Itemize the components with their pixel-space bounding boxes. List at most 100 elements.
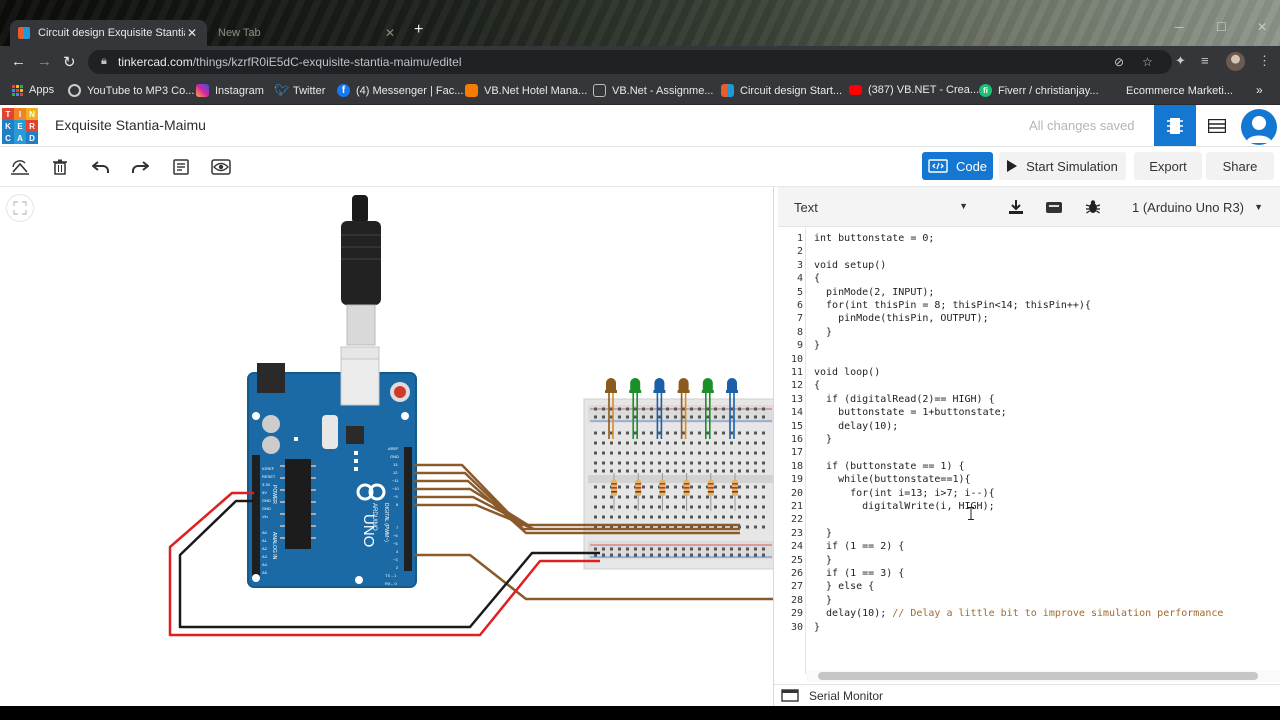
code-line[interactable]: 28 } [774,594,1280,607]
tab-close-icon[interactable]: ✕ [186,26,198,40]
bookmark-youtube-mp3[interactable]: YouTube to MP3 Co... [68,84,194,97]
browser-tab-inactive[interactable]: New Tab ✕ [210,20,405,46]
serial-monitor-toggle[interactable]: Serial Monitor [774,684,1280,706]
browser-tab-active[interactable]: Circuit design Exquisite Stantia-M ✕ [10,20,207,46]
signal-wire[interactable] [414,463,740,527]
code-line[interactable]: 25 } [774,554,1280,567]
share-button[interactable]: Share [1206,152,1274,180]
tracking-blocked-icon[interactable]: ⊘ [1114,55,1125,69]
bookmark-youtube-vbnet[interactable]: (387) VB.NET - Crea... [849,84,979,96]
bookmark-messenger[interactable]: f (4) Messenger | Fac... [337,84,463,97]
code-line[interactable]: 23 } [774,527,1280,540]
button-signal-wire[interactable] [414,553,773,601]
resistor[interactable] [732,473,738,511]
code-line[interactable]: 19 while(buttonstate==1){ [774,473,1280,486]
code-line[interactable]: 6 for(int thisPin = 8; thisPin<14; thisP… [774,299,1280,312]
close-window-icon[interactable]: ✕ [1257,20,1268,34]
device-select[interactable]: 1 (Arduino Uno R3) ▼ [1123,192,1271,222]
resistor[interactable] [635,473,642,511]
signal-wire[interactable] [414,487,529,527]
zoom-to-fit-button[interactable] [6,194,34,222]
led[interactable] [653,378,666,439]
signal-wire[interactable] [414,503,535,531]
code-line[interactable]: 30} [774,621,1280,634]
toggle-notes-visibility-button[interactable] [209,155,233,179]
bookmark-twitter[interactable]: 🐦︎ Twitter [274,84,325,97]
maximize-window-icon[interactable]: ☐ [1216,20,1227,34]
horizontal-scrollbar[interactable] [806,670,1280,682]
delete-button[interactable] [48,155,72,179]
signal-wire[interactable] [414,471,740,531]
code-line[interactable]: 21 digitalWrite(i, HIGH); [774,500,1280,513]
code-line[interactable]: 22 [774,513,1280,526]
url-text[interactable]: tinkercad.com/things/kzrfR0iE5dC-exquisi… [118,55,461,69]
bookmarks-overflow-icon[interactable]: » [1256,83,1263,97]
code-line[interactable]: 4{ [774,272,1280,285]
reload-icon[interactable]: ↻ [63,54,76,71]
code-line[interactable]: 8 } [774,326,1280,339]
code-line[interactable]: 7 pinMode(thisPin, OUTPUT); [774,312,1280,325]
libraries-button[interactable] [1044,197,1064,217]
resistor[interactable] [707,473,714,511]
code-line[interactable]: 2 [774,245,1280,258]
led[interactable] [605,378,617,439]
extensions-icon[interactable]: ✦ [1175,53,1186,68]
code-button[interactable]: Code [922,152,993,180]
resistor[interactable] [659,473,666,511]
led[interactable] [726,378,738,439]
bookmark-instagram[interactable]: Instagram [196,84,264,97]
profile-avatar[interactable] [1226,52,1245,71]
code-line[interactable]: 24 if (1 == 2) { [774,540,1280,553]
power-wire[interactable] [168,491,600,637]
code-line[interactable]: 9} [774,339,1280,352]
redo-button[interactable] [128,155,152,179]
code-line[interactable]: 5 pinMode(2, INPUT); [774,286,1280,299]
code-line[interactable]: 10 [774,353,1280,366]
bookmark-vbnet-assignment[interactable]: VB.Net - Assignme... [593,84,713,97]
signal-wire[interactable] [414,495,532,529]
bookmark-fiverr[interactable]: fi Fiverr / christianjay... [979,84,1099,97]
debugger-button[interactable] [1083,197,1103,217]
notes-button[interactable] [169,155,193,179]
ground-wire[interactable] [178,499,600,629]
new-tab-button[interactable]: + [414,21,424,38]
code-line[interactable]: 20 for(int i=13; i>7; i--){ [774,487,1280,500]
browser-menu-icon[interactable]: ⋮ [1258,53,1271,68]
bookmark-apps[interactable]: Apps [12,84,54,96]
led[interactable] [629,378,642,439]
code-line[interactable]: 17 [774,446,1280,459]
url-omnibox[interactable]: 🔒︎ tinkercad.com/things/kzrfR0iE5dC-exqu… [88,50,1172,74]
undo-button[interactable] [89,155,113,179]
bookmark-star-icon[interactable]: ☆ [1142,55,1153,69]
forward-icon[interactable]: → [37,53,52,70]
bookmark-ecommerce[interactable]: Ecommerce Marketi... [1107,84,1233,97]
design-title[interactable]: Exquisite Stantia-Maimu [55,117,206,133]
code-line[interactable]: 15 delay(10); [774,420,1280,433]
bookmark-circuit-design[interactable]: Circuit design Start... [721,84,842,97]
code-line[interactable]: 14 buttonstate = 1+buttonstate; [774,406,1280,419]
code-line[interactable]: 29 delay(10); // Delay a little bit to i… [774,607,1280,620]
download-code-button[interactable] [1006,197,1026,217]
tab-close-icon[interactable]: ✕ [384,26,396,40]
minimize-window-icon[interactable]: ─ [1175,20,1184,34]
user-avatar[interactable] [1241,109,1277,145]
code-line[interactable]: 18 if (buttonstate == 1) { [774,460,1280,473]
media-control-icon[interactable]: ≡ [1201,53,1209,68]
component-list-button[interactable] [1200,105,1234,146]
led[interactable] [677,378,690,439]
code-line[interactable]: 16 } [774,433,1280,446]
resistor[interactable] [683,473,690,511]
back-icon[interactable]: ← [11,53,26,70]
arduino-uno-board[interactable]: ARDUINO UNO DIGITAL (PWM~) POWER ANALOG … [247,358,417,588]
code-line[interactable]: 12{ [774,379,1280,392]
bookmark-vbnet-hotel[interactable]: VB.Net Hotel Mana... [465,84,587,97]
editor-mode-select[interactable]: Text ▼ [782,192,976,222]
resistor[interactable] [611,473,617,511]
circuit-view-button[interactable] [1154,105,1196,146]
export-button[interactable]: Export [1134,152,1202,180]
circuit-workplane[interactable]: ARDUINO UNO DIGITAL (PWM~) POWER ANALOG … [0,187,773,706]
